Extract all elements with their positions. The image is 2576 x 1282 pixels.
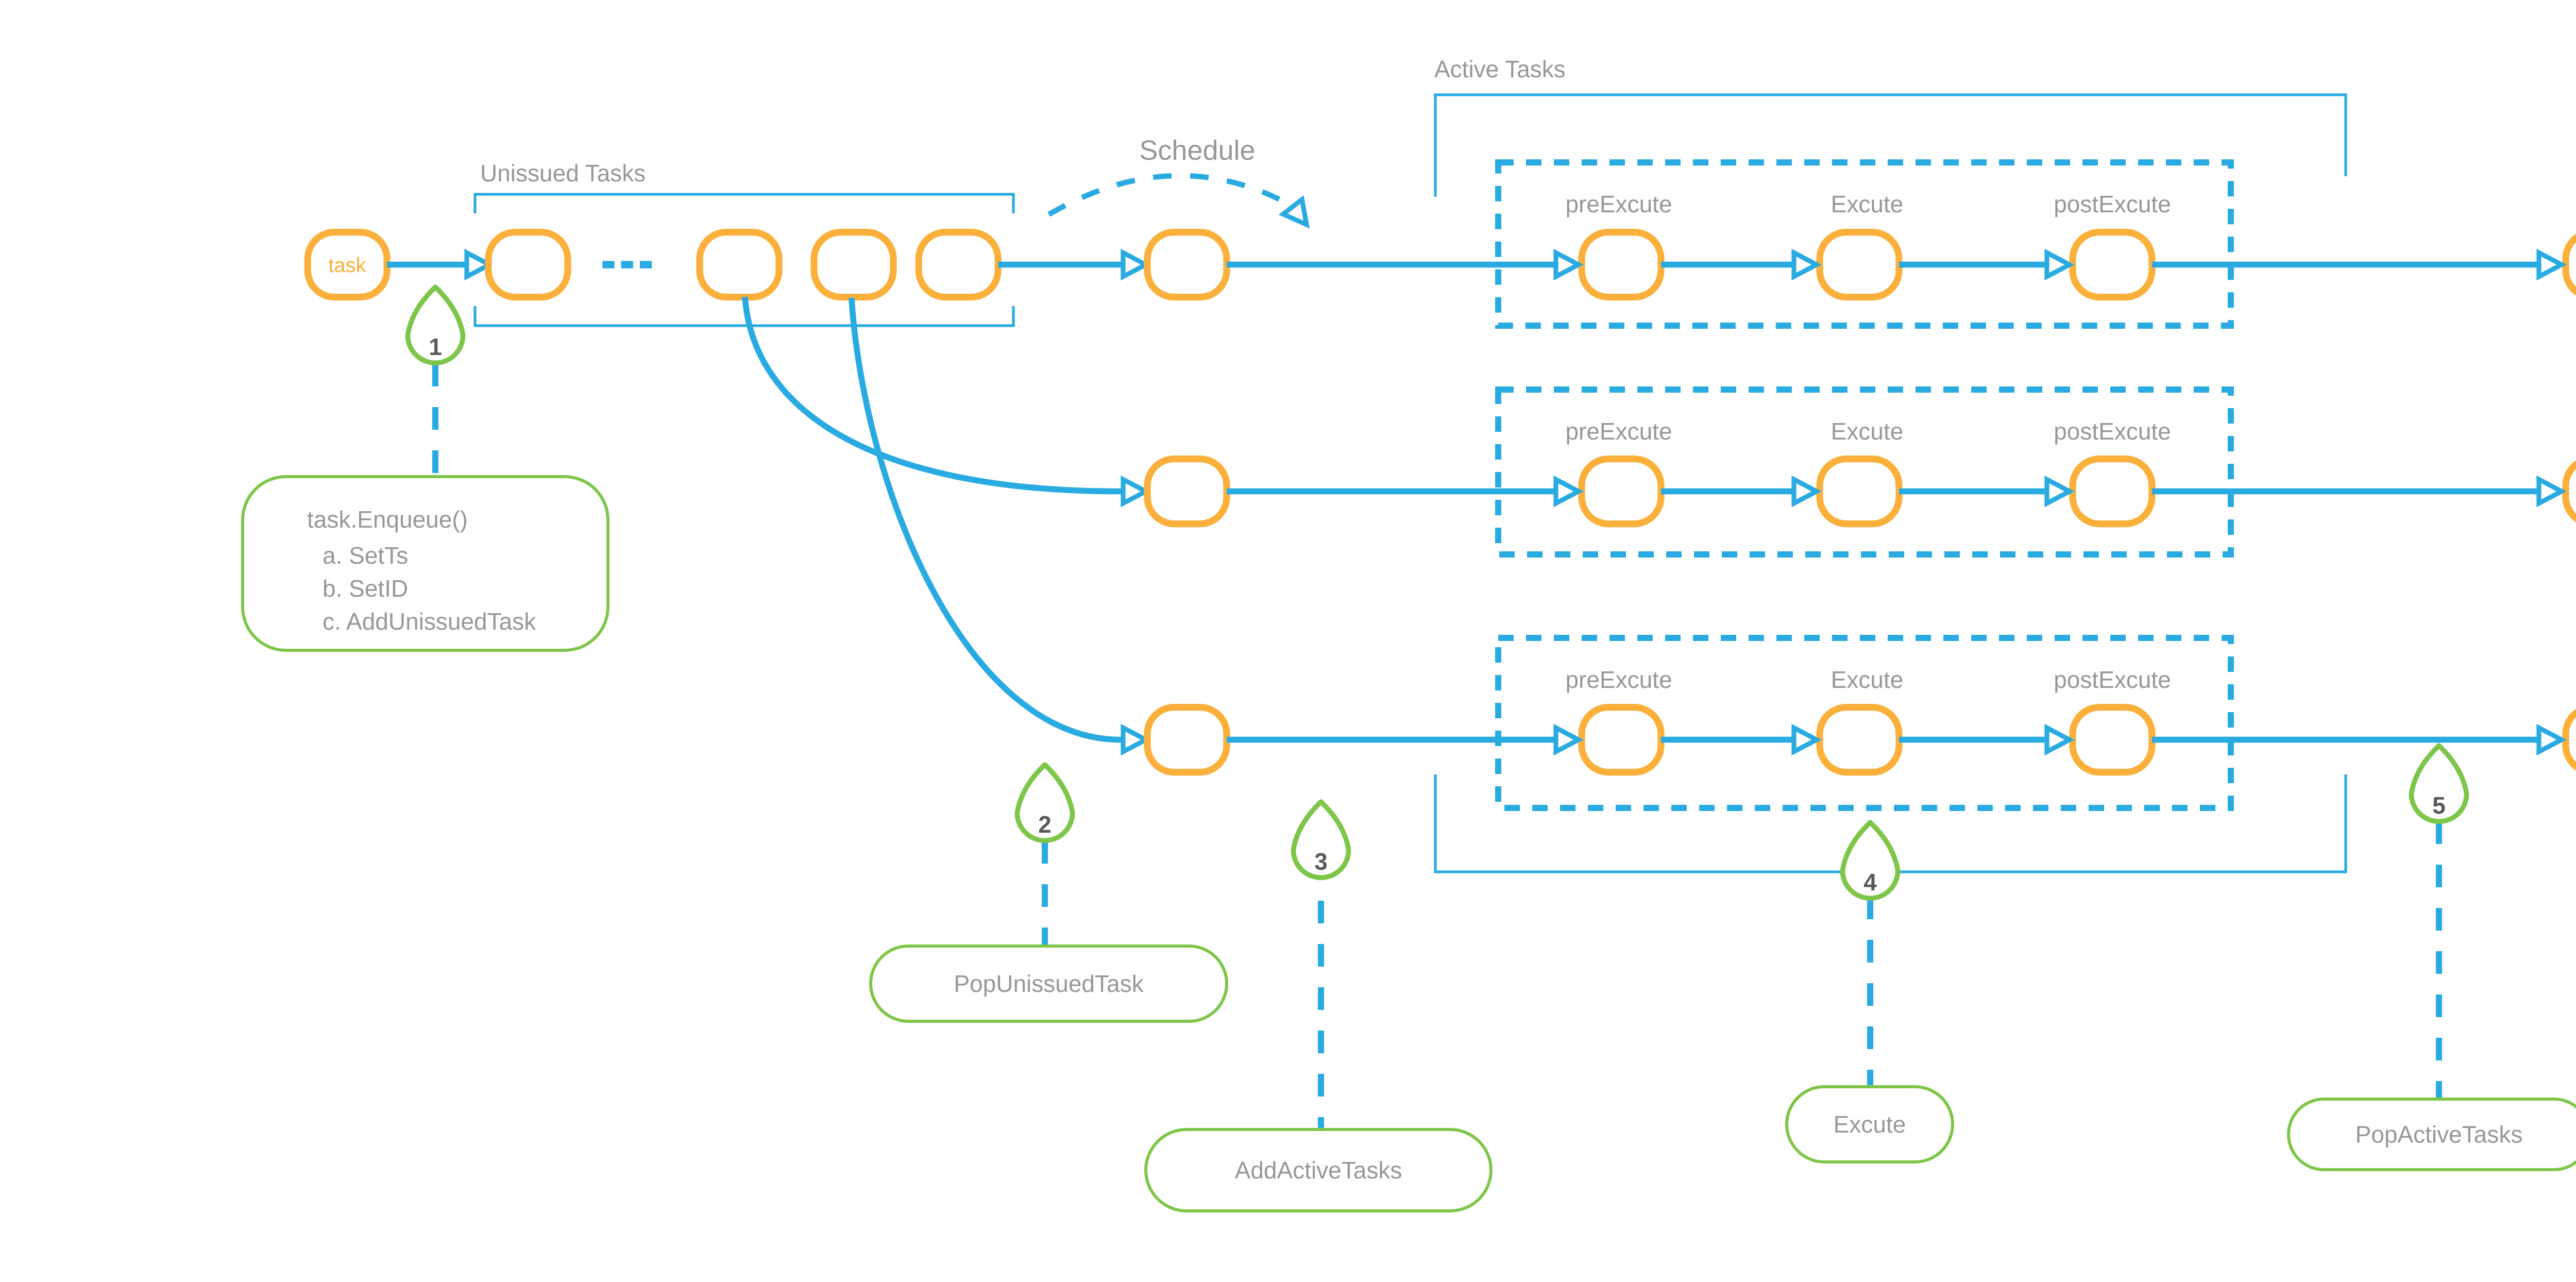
postexcute-to-final-row3-arrowhead-icon xyxy=(2536,723,2567,756)
preexcute-node-row1 xyxy=(1578,229,1665,301)
callout-1-line: a. SetTs xyxy=(323,542,408,569)
queue-node-2 xyxy=(696,229,783,301)
marker-1-number: 1 xyxy=(429,333,442,360)
marker-3-number: 3 xyxy=(1314,848,1328,875)
marker-3-teardrop-icon xyxy=(1291,799,1351,880)
schedule-to-preexcute-row3-arrowhead-icon xyxy=(1553,723,1584,756)
final-node-row2 xyxy=(2562,460,2576,522)
callout-2 xyxy=(869,944,1228,1023)
marker-2-teardrop-icon xyxy=(1014,762,1075,843)
queue-to-schedule-row1-arrowhead-icon xyxy=(1121,248,1151,281)
queue-to-schedule-row3-curve xyxy=(849,297,1122,743)
callout-3-text: AddActiveTasks xyxy=(1235,1157,1402,1184)
schedule-label: Schedule xyxy=(1139,135,1255,166)
queue-ellipsis-dot xyxy=(621,261,633,268)
postexcute-to-final-row1-arrowhead-icon xyxy=(2536,248,2567,281)
marker-2-number: 2 xyxy=(1038,811,1052,838)
excute-to-postexcute-row2-arrowhead-icon xyxy=(2044,475,2075,508)
postexcute-node-row1 xyxy=(2069,229,2156,301)
schedule-node-row2 xyxy=(1144,455,1230,528)
queue-ellipsis-dot xyxy=(640,261,652,268)
preexcute-to-excute-row1-arrowhead-icon xyxy=(1791,248,1822,281)
pipeline-dotted-box-row1 xyxy=(1495,159,2234,329)
preexcute-node-row2 xyxy=(1578,455,1665,528)
preexcute-to-excute-row2-arrowhead-icon xyxy=(1791,475,1822,508)
final-node-row3 xyxy=(2562,709,2576,771)
pipeline-dotted-box-row2 xyxy=(1495,386,2234,558)
unissued-tasks-label: Unissued Tasks xyxy=(480,160,646,187)
excute-node-row3 xyxy=(1816,703,1903,776)
queue-to-schedule-row2-curve xyxy=(742,296,1122,495)
excute-label-row3: Excute xyxy=(1831,666,1904,693)
excute-to-postexcute-row3-arrowhead-icon xyxy=(2044,723,2075,756)
queue-node-1 xyxy=(485,229,571,301)
unissued-bracket-bottom xyxy=(473,306,1015,327)
pipeline-dotted-box-row3 xyxy=(1495,635,2234,811)
excute-node-row1 xyxy=(1816,229,1903,301)
schedule-arc xyxy=(1047,173,1298,217)
preexcute-to-excute-row3-arrowhead-icon xyxy=(1791,723,1822,756)
queue-ellipsis-dot xyxy=(602,261,615,268)
postexcute-node-row2 xyxy=(2069,455,2156,528)
postexcute-to-final-row2-arrowhead-icon xyxy=(2536,475,2567,508)
marker-1-teardrop-icon xyxy=(405,284,466,365)
task-node-label: task xyxy=(328,254,366,277)
queue-node-4 xyxy=(915,229,1002,301)
postexcute-label-row1: postExcute xyxy=(2054,191,2171,217)
postexcute-label-row3: postExcute xyxy=(2054,666,2171,693)
queue-to-schedule-row3-arrowhead-icon xyxy=(1121,723,1151,756)
callout-1 xyxy=(241,475,609,652)
queue-node-3 xyxy=(810,229,897,301)
callout-1-line: b. SetID xyxy=(323,575,408,602)
schedule-arc-arrowhead-icon xyxy=(1278,195,1310,229)
unissued-bracket-top xyxy=(473,193,1015,213)
final-node-row1 xyxy=(2562,233,2576,296)
preexcute-node-row3 xyxy=(1578,703,1665,776)
schedule-node-row3 xyxy=(1144,703,1230,776)
preexcute-label-row1: preExcute xyxy=(1565,191,1672,217)
callout-5-text: PopActiveTasks xyxy=(2355,1121,2523,1148)
excute-to-postexcute-row1-arrowhead-icon xyxy=(2044,248,2075,281)
callout-4 xyxy=(1785,1085,1954,1163)
preexcute-label-row3: preExcute xyxy=(1565,666,1672,693)
active-tasks-label: Active Tasks xyxy=(1434,56,1566,82)
callout-1-line: c. AddUnissuedTask xyxy=(323,608,536,635)
callout-1-line: task.Enqueue() xyxy=(307,506,468,533)
postexcute-label-row2: postExcute xyxy=(2054,418,2171,445)
postexcute-node-row3 xyxy=(2069,703,2156,776)
schedule-to-preexcute-row1-arrowhead-icon xyxy=(1553,248,1584,281)
marker-4-number: 4 xyxy=(1863,869,1877,896)
preexcute-label-row2: preExcute xyxy=(1565,418,1672,445)
callout-5 xyxy=(2287,1098,2576,1171)
callout-2-text: PopUnissuedTask xyxy=(954,970,1144,997)
excute-label-row1: Excute xyxy=(1831,191,1904,217)
marker-5-teardrop-icon xyxy=(2409,743,2469,824)
active-tasks-bracket-top xyxy=(1434,93,2347,197)
marker-4-teardrop-icon xyxy=(1840,820,1901,901)
marker-5-number: 5 xyxy=(2432,792,2446,819)
excute-node-row2 xyxy=(1816,455,1903,528)
excute-label-row2: Excute xyxy=(1831,418,1904,445)
callout-3 xyxy=(1144,1128,1493,1212)
queue-to-schedule-row2-arrowhead-icon xyxy=(1121,475,1151,508)
schedule-to-preexcute-row2-arrowhead-icon xyxy=(1553,475,1584,508)
task-to-queue-arrowhead-icon xyxy=(464,248,495,281)
schedule-node-row1 xyxy=(1144,229,1230,301)
callout-4-text: Excute xyxy=(1834,1111,1906,1138)
